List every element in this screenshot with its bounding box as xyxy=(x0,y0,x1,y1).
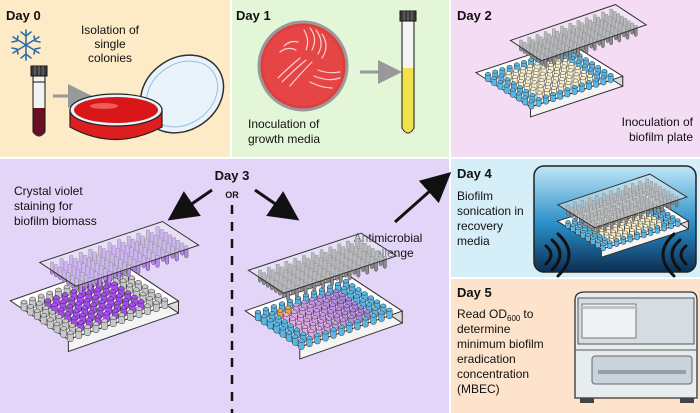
blood-tube-icon xyxy=(30,65,48,137)
day1-label-1: Inoculation of xyxy=(248,117,320,131)
day1-title: Day 1 xyxy=(236,8,271,23)
day3-left-label-1: Crystal violet xyxy=(14,184,83,198)
day5-label-4: eradication xyxy=(457,352,516,366)
streaked-plate-icon xyxy=(257,20,349,112)
day0-title: Day 0 xyxy=(6,8,41,23)
day4-label-3: recovery xyxy=(457,219,503,233)
plate-reader-icon xyxy=(574,291,698,403)
well-plate-icon xyxy=(9,220,200,353)
day3-left-label-2: staining for xyxy=(14,199,73,213)
day1-label-2: growth media xyxy=(248,132,320,146)
day5-label-6: (MBEC) xyxy=(457,382,500,396)
day4-label-4: media xyxy=(457,234,490,248)
day3-left-label-3: biofilm biomass xyxy=(14,214,97,228)
day2-label-2: biofilm plate xyxy=(629,130,693,144)
day5-title: Day 5 xyxy=(457,285,492,300)
arrow-icon xyxy=(167,188,213,221)
day4-label-1: Biofilm xyxy=(457,189,493,203)
day4-title: Day 4 xyxy=(457,166,492,181)
well-plate-icon xyxy=(244,232,404,360)
day2-title: Day 2 xyxy=(457,8,492,23)
day5-label-3: minimum biofilm xyxy=(457,337,544,351)
day3-title: Day 3 xyxy=(215,168,250,183)
day3-right-label-1: Antimicrobial xyxy=(354,231,423,245)
day0-label-2: single xyxy=(94,37,126,51)
sonicator-bath-icon xyxy=(533,165,697,278)
od-suffix: to xyxy=(523,307,533,321)
od-prefix: Read OD xyxy=(457,307,507,321)
petri-dish-icon xyxy=(69,54,225,140)
day3-or: OR xyxy=(225,190,239,200)
arrow-icon xyxy=(394,172,452,224)
day5-label-5: concentration xyxy=(457,367,529,381)
arrow-icon xyxy=(254,188,300,221)
day0-label-1: Isolation of xyxy=(81,23,140,37)
culture-tube-icon xyxy=(399,10,417,134)
day0-label-3: colonies xyxy=(88,51,132,65)
day2-label-1: Inoculation of xyxy=(622,115,694,129)
day5-label-2: determine xyxy=(457,322,511,336)
day4-label-2: sonication in xyxy=(457,204,524,218)
od-subscript: 600 xyxy=(507,314,521,323)
well-plate-icon xyxy=(474,4,648,118)
snowflake-icon xyxy=(11,29,41,61)
